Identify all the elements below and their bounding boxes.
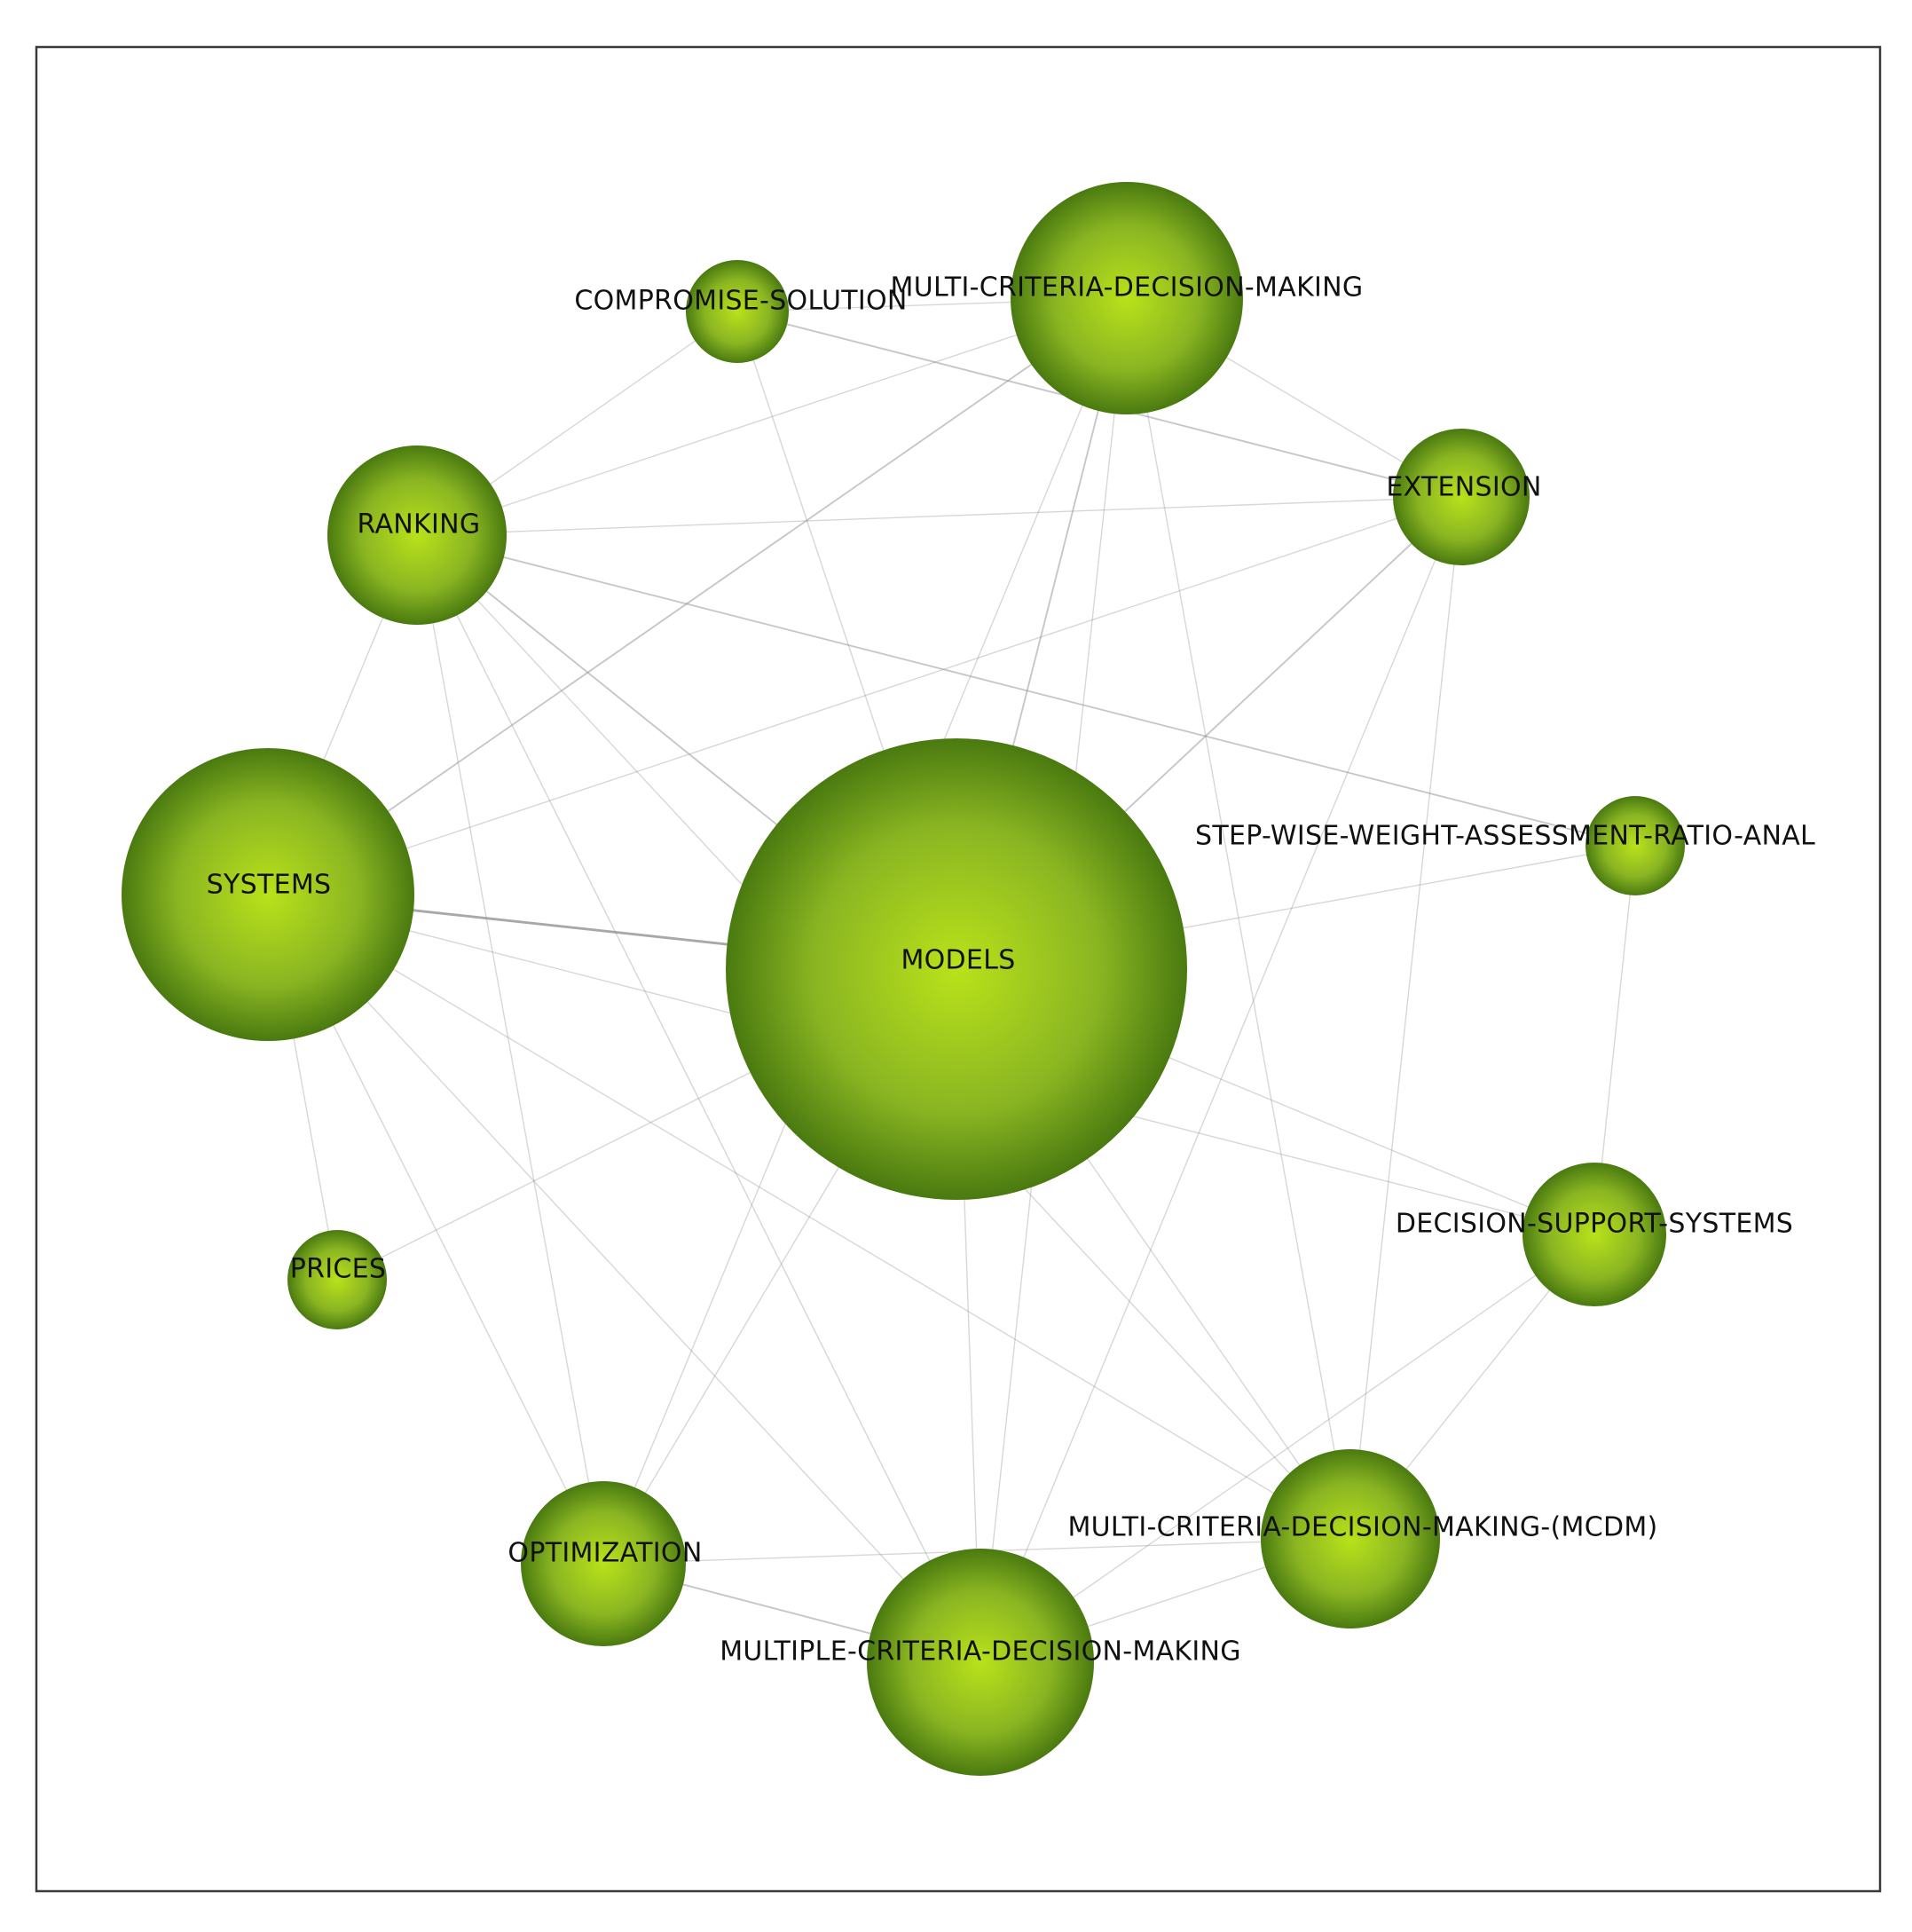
node-label-extension: EXTENSION (1386, 472, 1541, 503)
edge-extension-mcdm_abbr (1349, 496, 1462, 1540)
node-multiple[interactable] (867, 1549, 1094, 1776)
edge-extension-multiple (980, 496, 1462, 1663)
node-swara[interactable] (1585, 796, 1685, 895)
node-prices[interactable] (287, 1230, 387, 1329)
node-extension[interactable] (1393, 429, 1530, 565)
node-label-compromise: COMPROMISE-SOLUTION (574, 286, 907, 317)
node-dss[interactable] (1523, 1163, 1666, 1306)
node-mcdm_main[interactable] (1011, 182, 1243, 414)
node-label-mcdm_main: MULTI-CRITERIA-DECISION-MAKING (891, 272, 1364, 304)
node-label-optimization: OPTIMIZATION (508, 1538, 702, 1569)
edge-systems-mcdm_abbr (267, 894, 1351, 1540)
edge-ranking-swara (416, 534, 1636, 847)
edge-systems-mcdm_main (267, 297, 1128, 895)
node-label-ranking: RANKING (358, 509, 481, 540)
node-compromise[interactable] (686, 260, 789, 363)
edge-dss-multiple (980, 1234, 1595, 1663)
edge-ranking-extension (416, 496, 1462, 536)
labels-layer: MODELS SYSTEMS MULTI-CRITERIA-DECISION-MAK… (207, 272, 1815, 1668)
node-label-multiple: MULTIPLE-CRITERIA-DECISION-MAKING (720, 1636, 1241, 1668)
edge-systems-multiple (267, 894, 981, 1663)
nodes-layer (122, 182, 1685, 1776)
node-label-models: MODELS (901, 945, 1015, 976)
node-label-systems: SYSTEMS (207, 870, 332, 901)
node-models[interactable] (726, 738, 1187, 1200)
node-label-mcdm_abbr: MULTI-CRITERIA-DECISION-MAKING-(MCDM) (1067, 1512, 1657, 1543)
node-label-swara: STEP-WISE-WEIGHT-ASSESSMENT-RATIO-ANAL (1195, 821, 1815, 852)
node-optimization[interactable] (521, 1481, 686, 1646)
edge-mcdm_main-mcdm_abbr (1126, 297, 1351, 1540)
edge-systems-extension (267, 496, 1462, 895)
node-systems[interactable] (122, 748, 414, 1041)
node-label-prices: PRICES (290, 1254, 387, 1285)
edge-ranking-mcdm_main (416, 297, 1128, 536)
edge-ranking-optimization (416, 534, 604, 1565)
node-label-dss: DECISION-SUPPORT-SYSTEMS (1396, 1209, 1793, 1240)
node-ranking[interactable] (327, 446, 507, 625)
node-mcdm_abbr[interactable] (1261, 1449, 1440, 1628)
edge-ranking-multiple (416, 534, 981, 1663)
